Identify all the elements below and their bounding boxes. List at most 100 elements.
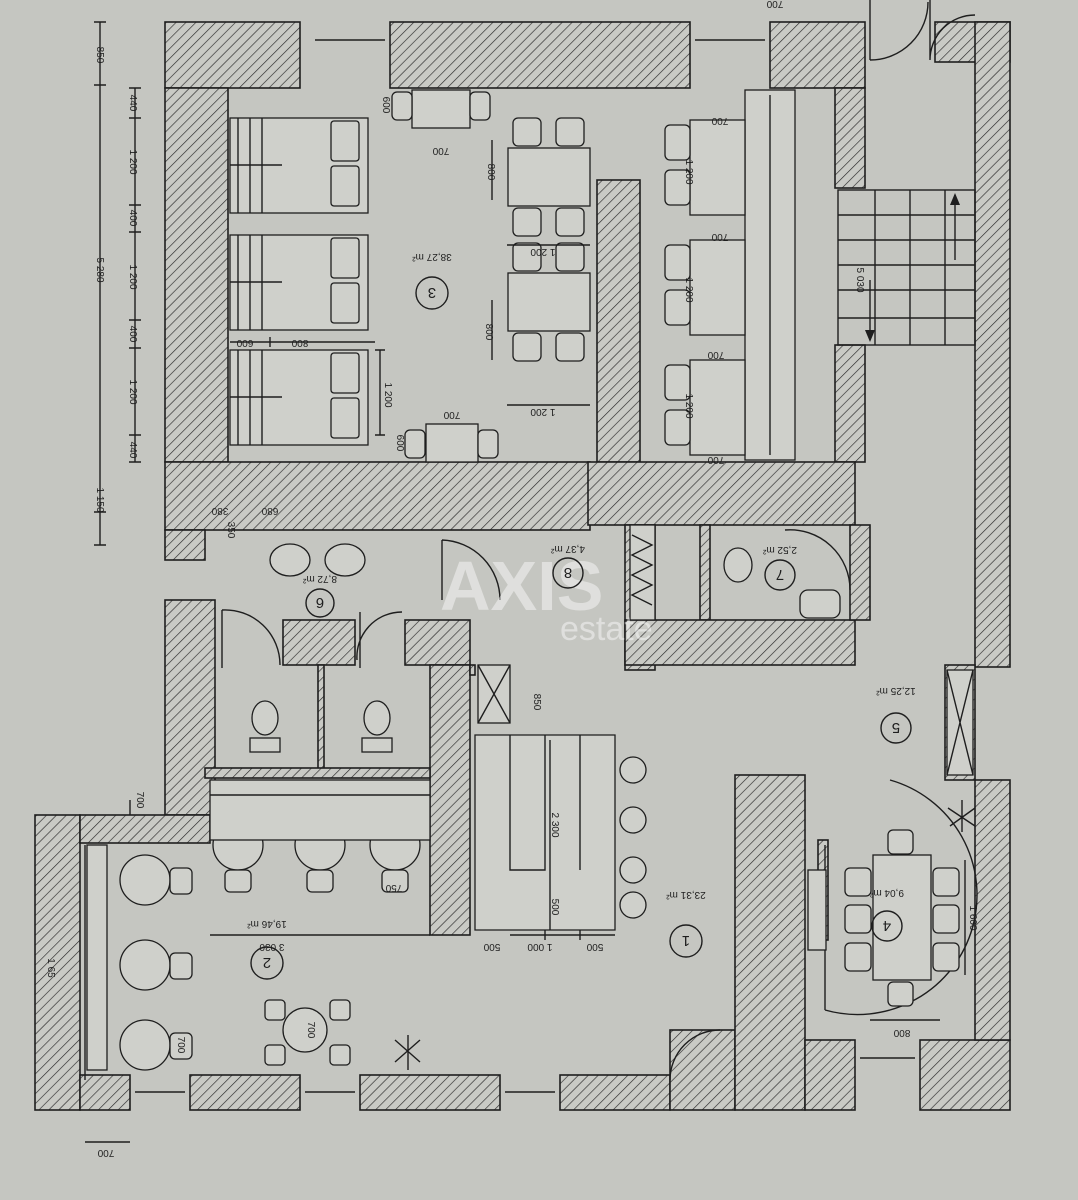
svg-text:700: 700 (97, 1147, 114, 1158)
light-fixture-icon (947, 800, 976, 832)
dimension-texts: 700 850 440 1 200 400 1 200 400 1 200 44… (45, 0, 978, 1158)
chair (664, 289, 691, 326)
sink-icon (799, 589, 841, 619)
chair (512, 207, 542, 237)
svg-text:3: 3 (428, 284, 436, 301)
svg-text:1 200: 1 200 (683, 393, 694, 418)
svg-text:400: 400 (127, 326, 138, 343)
svg-text:440: 440 (127, 95, 138, 112)
svg-text:8,72 m²: 8,72 m² (302, 573, 337, 584)
chair (264, 1044, 286, 1066)
chair (932, 942, 960, 972)
svg-text:8: 8 (564, 564, 572, 581)
svg-text:680: 680 (261, 505, 278, 516)
svg-text:700: 700 (711, 231, 728, 242)
room-1-label: 1 23,31 m² (666, 889, 706, 958)
chair (391, 91, 413, 121)
svg-text:800: 800 (483, 324, 494, 341)
svg-text:700: 700 (432, 145, 449, 156)
chair (330, 352, 360, 394)
svg-text:1 200: 1 200 (530, 406, 555, 417)
bar-stool (619, 806, 647, 834)
svg-text:12,25 m²: 12,25 m² (876, 685, 916, 696)
chair (330, 120, 360, 162)
chair (330, 397, 360, 439)
windows (135, 39, 915, 1093)
chair (844, 942, 872, 972)
svg-text:800: 800 (485, 164, 496, 181)
chair (224, 869, 252, 893)
wall-table (689, 239, 746, 336)
svg-text:850: 850 (94, 47, 105, 64)
svg-text:800: 800 (291, 337, 308, 348)
chair (264, 999, 286, 1021)
svg-text:1 200: 1 200 (683, 159, 694, 184)
svg-text:700: 700 (766, 0, 783, 9)
svg-text:1 200: 1 200 (530, 246, 555, 257)
svg-text:1 600: 1 600 (967, 905, 978, 930)
svg-text:1 200: 1 200 (683, 277, 694, 302)
chair (512, 117, 542, 147)
room-3-label: 3 38,27 m² (412, 251, 452, 310)
svg-text:4,37 m²: 4,37 m² (550, 543, 585, 554)
chair (555, 207, 585, 237)
chair (512, 332, 542, 362)
chair (887, 829, 914, 855)
chair (169, 1032, 193, 1060)
chair (844, 904, 872, 934)
svg-text:3 030: 3 030 (259, 941, 284, 952)
toilet-icon (251, 700, 279, 736)
svg-text:2,52 m²: 2,52 m² (762, 544, 797, 555)
chair (555, 242, 585, 272)
wall-table (689, 119, 746, 216)
svg-text:700: 700 (711, 115, 728, 126)
svg-text:6: 6 (316, 594, 324, 611)
chair (330, 282, 360, 324)
svg-text:4: 4 (883, 917, 891, 934)
booth-seat-lines (230, 118, 282, 213)
svg-text:1 65: 1 65 (45, 958, 56, 978)
wall-table (689, 359, 746, 456)
small-table (411, 89, 471, 129)
svg-text:500: 500 (483, 941, 500, 952)
room-8-label: 8 4,37 m² (550, 543, 585, 589)
chair (844, 867, 872, 897)
svg-text:600: 600 (236, 337, 253, 348)
chair (329, 999, 351, 1021)
room-7-label: 7 2,52 m² (762, 544, 797, 591)
dining-table (507, 272, 591, 332)
chair (169, 952, 193, 980)
chair (664, 124, 691, 161)
chair (887, 981, 914, 1007)
svg-text:380: 380 (211, 505, 228, 516)
svg-text:440: 440 (127, 442, 138, 459)
toilet-icon (723, 547, 753, 583)
bar-counter (86, 524, 974, 1071)
watermark-sub: estate (560, 610, 653, 648)
svg-text:1 200: 1 200 (127, 379, 138, 404)
svg-text:600: 600 (394, 435, 405, 452)
chair (664, 409, 691, 446)
furniture (119, 89, 976, 1071)
chair (404, 429, 426, 459)
chair (306, 869, 334, 893)
svg-text:1 150: 1 150 (94, 487, 105, 512)
svg-text:38,27 m²: 38,27 m² (412, 251, 452, 262)
light-fixture-icon (394, 1035, 421, 1070)
svg-text:9,04 m²: 9,04 m² (869, 887, 904, 898)
bar-stool (619, 891, 647, 919)
dining-table (507, 147, 591, 207)
chair (664, 364, 691, 401)
svg-text:19,46 m²: 19,46 m² (247, 918, 287, 929)
svg-text:5: 5 (892, 719, 900, 736)
svg-text:700: 700 (134, 792, 145, 809)
svg-text:2: 2 (263, 954, 271, 971)
chair (330, 237, 360, 279)
chair (555, 117, 585, 147)
chair (932, 867, 960, 897)
bar-stool (619, 856, 647, 884)
sink-icon (269, 543, 311, 577)
room-2-label: 2 19,46 m² (247, 918, 287, 980)
round-table (282, 1007, 328, 1053)
